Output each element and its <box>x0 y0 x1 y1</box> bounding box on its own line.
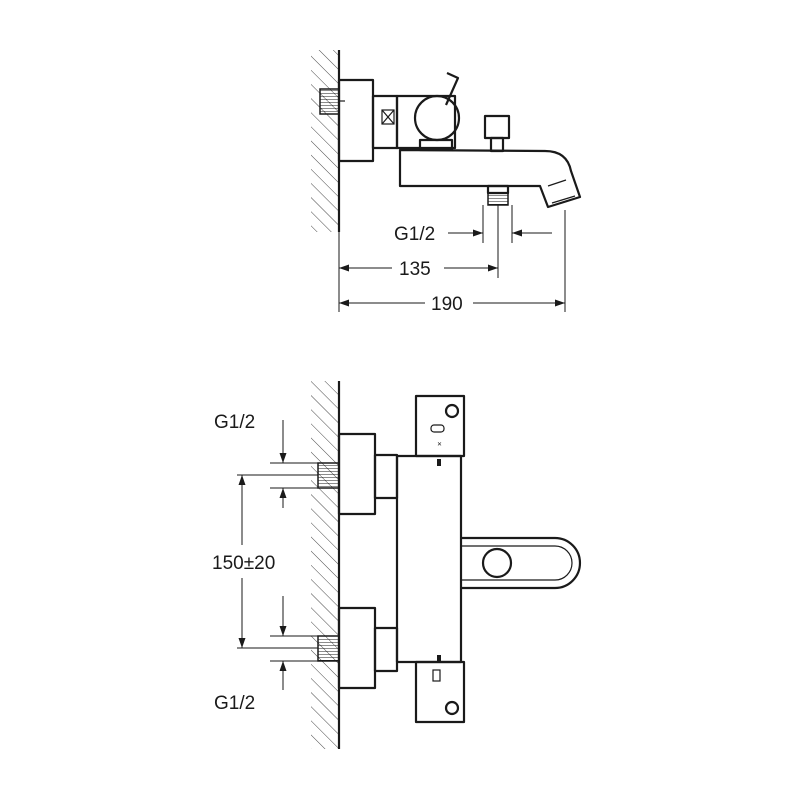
arrow <box>512 229 522 237</box>
front-view: ✕ G1/2 G1/2 150±2 <box>212 381 582 749</box>
cap-top-mark: ✕ <box>437 442 442 448</box>
handle-lever <box>444 71 460 106</box>
end-cap-bottom <box>414 660 466 724</box>
arrow <box>339 264 349 272</box>
label-135: 135 <box>399 259 431 280</box>
handle-knob <box>413 94 461 142</box>
cap-bottom-lock <box>432 669 441 682</box>
arrow <box>279 661 287 671</box>
spout-side <box>398 148 582 209</box>
spout-inner <box>461 545 573 581</box>
outlet-aerator <box>551 195 576 204</box>
label-thread-top: G1/2 <box>214 412 255 433</box>
diverter-cap <box>483 114 511 140</box>
spout-front <box>461 536 582 590</box>
cap-top-knob <box>444 403 460 419</box>
mixer-body-side <box>395 94 457 150</box>
hose-connector <box>486 184 510 195</box>
wall-plate-bottom <box>337 606 377 690</box>
label-centers: 150±20 <box>212 553 275 574</box>
wall-hatch-top <box>311 50 339 232</box>
connector-top <box>373 453 399 500</box>
body-marker-top <box>437 459 441 466</box>
mixer-body-front <box>395 454 463 664</box>
cap-top-slot <box>430 424 445 433</box>
wall-plate-top <box>337 432 377 516</box>
arrow <box>279 453 287 463</box>
side-view: G1/2 135 190 <box>311 50 582 315</box>
label-thread-bottom: G1/2 <box>214 693 255 714</box>
thread-inlet-side <box>319 88 340 115</box>
diverter-stem <box>489 136 505 153</box>
connector-bottom <box>373 626 399 673</box>
cap-bottom-knob <box>444 700 460 716</box>
arrow <box>238 475 246 485</box>
wall-plate-side <box>337 78 375 163</box>
diverter-knob-front <box>481 547 513 579</box>
arrow <box>555 299 565 307</box>
hose-thread-side <box>487 192 509 206</box>
spout-detail <box>547 179 567 187</box>
wall-hatch-bottom <box>311 381 339 749</box>
thread-inlet-top <box>317 462 340 489</box>
arrow <box>279 488 287 498</box>
label-190: 190 <box>431 294 463 315</box>
body-marker-bottom <box>437 655 441 662</box>
arrow <box>473 229 483 237</box>
arrow <box>339 299 349 307</box>
arrow <box>488 264 498 272</box>
check-valve-side <box>381 109 395 125</box>
check-valve-x2 <box>381 109 395 125</box>
arrow <box>238 638 246 648</box>
arrow <box>279 626 287 636</box>
label-thread-side: G1/2 <box>394 224 435 245</box>
connector-side <box>371 94 399 150</box>
thread-inlet-bottom <box>317 635 340 662</box>
